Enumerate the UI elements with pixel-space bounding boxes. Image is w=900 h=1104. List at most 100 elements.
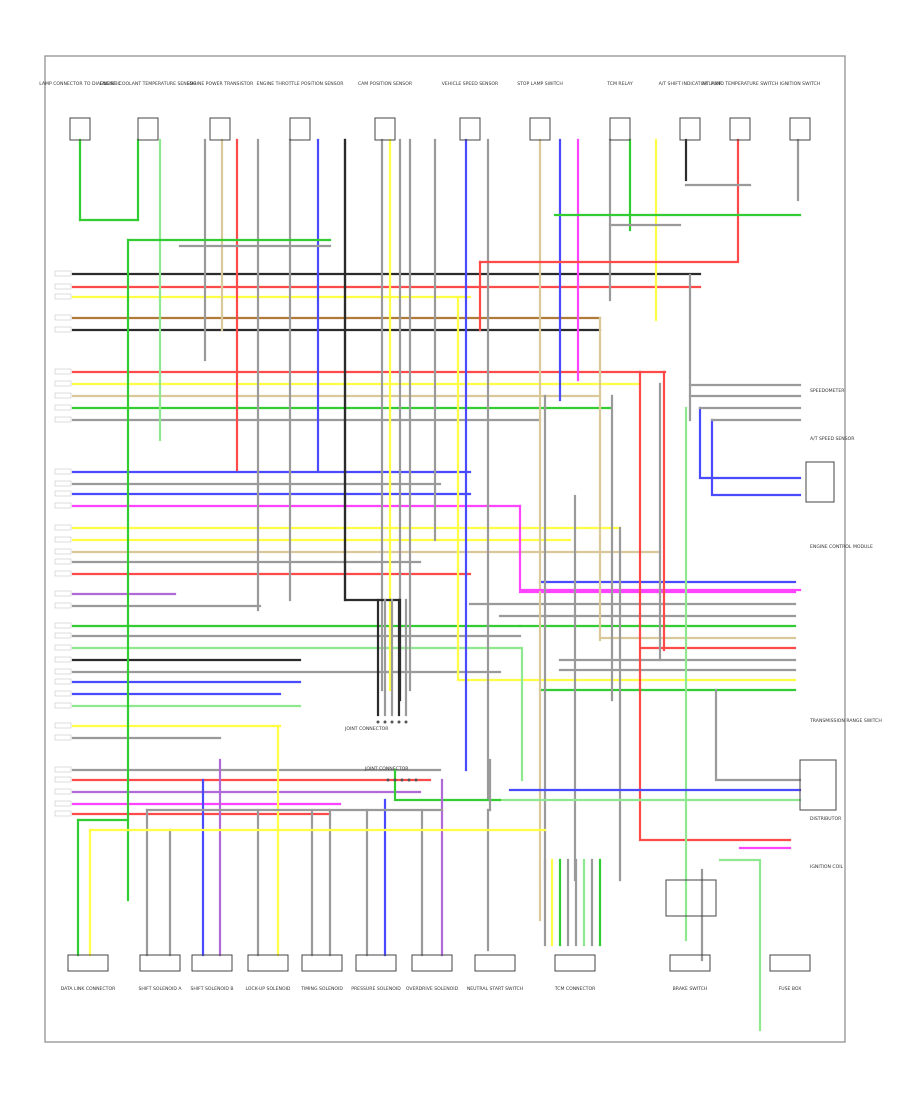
bottom-component-8 [474,954,516,972]
top-component-label-10: A/T FLUID TEMPERATURE SWITCH [702,81,779,87]
ecm-pin-2 [54,283,72,290]
ecm-pin-13 [54,490,72,497]
joint-pin-a-1 [376,720,380,724]
joint-connector-label-1: JOINT CONNECTOR [344,726,389,732]
ecm-pin-5 [54,326,72,333]
ecm-pin-22 [54,622,72,629]
ecm-pin-34 [54,788,72,795]
top-component-label-11: IGNITION SWITCH [780,81,820,87]
joint-pin-a-2 [383,720,387,724]
bottom-component-9 [554,954,596,972]
joint-pin-a-3 [390,720,394,724]
joint-pin-a-5 [404,720,408,724]
wire-96 [638,370,792,842]
top-component-label-7: STOP LAMP SWITCH [517,81,563,87]
top-component-label-6: VEHICLE SPEED SENSOR [442,81,499,87]
top-component-10 [729,117,751,141]
ecm-pin-29 [54,702,72,709]
bottom-component-2 [139,954,181,972]
right-component-label-3: ENGINE CONTROL MODULE [810,544,873,550]
ecm-pin-26 [54,668,72,675]
joint-pin-a-4 [397,720,401,724]
ecm-pin-9 [54,404,72,411]
joint-pin-b-4 [407,778,411,782]
ecm-pin-28 [54,690,72,697]
bottom-component-label-10: BRAKE SWITCH [673,986,708,992]
bottom-component-label-5: TIMING SOLENOID [300,986,343,992]
ecm-pin-14 [54,502,72,509]
top-component-4 [289,117,311,141]
top-component-label-1: LAMP CONNECTOR TO DIAGNOSTIC [39,81,121,87]
ecm-pin-36 [54,810,72,817]
top-component-label-8: TCM RELAY [606,81,633,87]
ecm-pin-18 [54,558,72,565]
ecm-pin-30 [54,722,72,729]
ecm-pin-12 [54,480,72,487]
top-component-2 [137,117,159,141]
bottom-component-label-1: DATA LINK CONNECTOR [61,986,116,992]
top-component-label-9: A/T SHIFT INDICATOR LAMP [659,81,722,87]
top-component-label-3: ENGINE POWER TRANSISTOR [187,81,255,87]
ecm-pin-4 [54,314,72,321]
bottom-component-label-6: PRESSURE SOLENOID [351,986,401,992]
bottom-component-4 [247,954,289,972]
top-component-1 [69,117,91,141]
top-component-6 [459,117,481,141]
speed-sensor-box [805,461,835,503]
ecm-pin-31 [54,734,72,741]
ecm-pin-10 [54,416,72,423]
joint-pin-b-3 [400,778,404,782]
ecm-pin-17 [54,548,72,555]
ecm-pin-35 [54,800,72,807]
range-switch-box [799,759,837,811]
ecm-pin-24 [54,644,72,651]
wire-140 [718,858,762,1032]
diagram-frame [44,55,846,1043]
ecm-pin-32 [54,766,72,773]
right-component-label-2: A/T SPEED SENSOR [810,436,855,442]
joint-connector-label-2: JOINT CONNECTOR [364,766,409,772]
bottom-component-label-3: SHIFT SOLENOID B [190,986,233,992]
bottom-component-label-2: SHIFT SOLENOID A [138,986,182,992]
bottom-component-label-4: LOCK-UP SOLENOID [246,986,291,992]
wire-91 [518,504,802,592]
ecm-pin-16 [54,536,72,543]
joint-pin-b-5 [414,778,418,782]
top-component-9 [679,117,701,141]
ecm-pin-33 [54,776,72,783]
bottom-component-label-8: NEUTRAL START SWITCH [467,986,523,992]
ecm-pin-20 [54,590,72,597]
ecm-pin-27 [54,678,72,685]
ecm-pin-7 [54,380,72,387]
top-component-11 [789,117,811,141]
joint-pin-b-1 [386,778,390,782]
top-component-3 [209,117,231,141]
ecm-pin-19 [54,570,72,577]
ecm-pin-21 [54,602,72,609]
top-component-7 [529,117,551,141]
top-component-5 [374,117,396,141]
components-layer [54,117,837,972]
wire-85 [698,406,802,480]
bottom-component-3 [191,954,233,972]
wire-103 [714,688,802,782]
ecm-pin-25 [54,656,72,663]
bottom-component-1 [67,954,109,972]
bottom-component-label-9: TCM CONNECTOR [554,986,596,992]
wire-84 [710,418,802,497]
bottom-component-11 [769,954,811,972]
wire-106 [393,768,502,802]
bottom-component-7 [411,954,453,972]
ecm-pin-15 [54,524,72,531]
bottom-component-label-7: OVERDRIVE SOLENOID [406,986,459,992]
right-component-label-5: DISTRIBUTOR [810,816,842,822]
ecm-pin-3 [54,293,72,300]
ecm-pin-11 [54,468,72,475]
right-component-label-6: IGNITION COIL [810,864,844,870]
bottom-component-10 [669,954,711,972]
right-component-label-1: SPEEDOMETER [810,388,845,394]
wires-layer [71,138,802,1032]
ecm-pin-1 [54,270,72,277]
